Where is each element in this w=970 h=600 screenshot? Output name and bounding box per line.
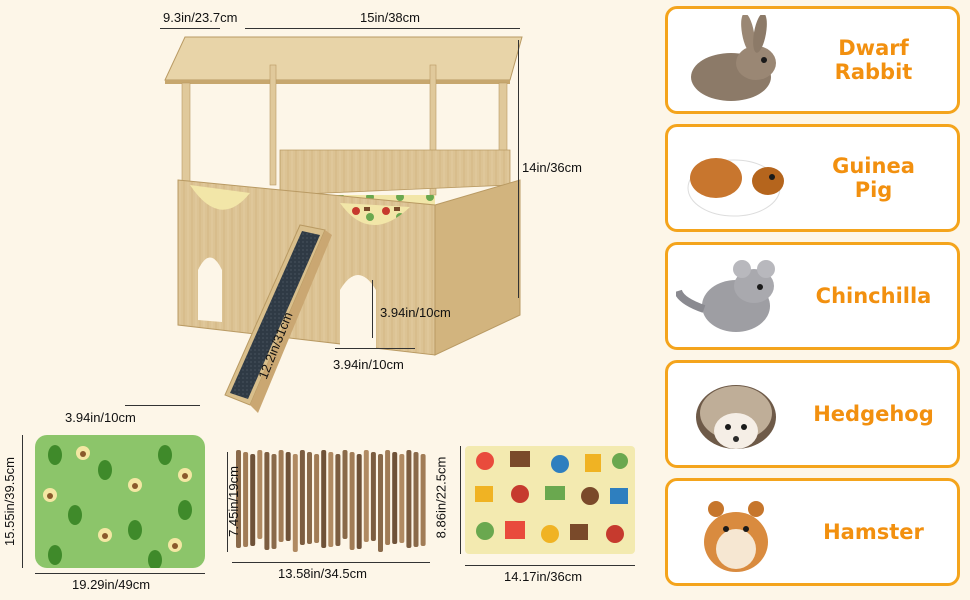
stick [321,450,327,548]
stick [413,452,419,547]
animal-label: Dwarf Rabbit [834,35,913,84]
door-height-dimension: 3.94in/10cm [380,305,451,320]
stick [271,454,277,549]
rabbit-icon [691,15,776,101]
stick [299,450,305,545]
animal-label: Guinea Pig [832,153,915,202]
stick [257,450,263,539]
house-illustration [164,36,523,413]
height-dimension: 14in/36cm [522,160,582,175]
stick [335,454,341,546]
green-mat-height: 15.55in/39.5cm [1,457,17,546]
stick [250,454,256,546]
stick [406,450,412,548]
chew-sticks [236,450,426,552]
stick [285,452,291,541]
chinchilla-icon [676,260,775,332]
animal-label: Hamster [823,519,924,544]
green-mat [35,435,205,568]
door-width-dimension: 3.94in/10cm [333,357,404,372]
stick [236,450,241,548]
patterned-mat-height: 8.86in/22.5cm [433,456,449,539]
stick [399,454,405,543]
stick [392,452,398,544]
stick [278,450,284,542]
stick [385,450,391,545]
hamster-icon [704,501,768,572]
hedgehog-icon [696,385,776,449]
animal-card-dwarf-rabbit: Dwarf Rabbit [665,6,960,114]
stick [264,452,270,550]
stick [363,450,369,542]
sticks-width: 13.58in/34.5cm [278,566,367,581]
animal-card-hedgehog: Hedgehog [665,360,960,468]
animal-label: Hedgehog [813,401,934,426]
stick [356,454,362,549]
sticks-height: 7.45in/19cm [225,466,241,537]
stick [314,454,320,543]
width-dimension: 15in/38cm [360,10,420,25]
animal-card-chinchilla: Chinchilla [665,242,960,350]
stick [378,454,383,552]
stick [328,452,334,547]
patterned-mat-width: 14.17in/36cm [504,569,583,584]
guinea-pig-icon [687,158,784,217]
stick [349,452,355,550]
patterned-mat [465,446,635,554]
stick [420,454,426,546]
ramp-width-dimension: 3.94in/10cm [65,410,136,425]
depth-dimension: 9.3in/23.7cm [163,10,238,25]
stick [243,452,249,547]
stick [292,454,298,552]
animal-label: Chinchilla [815,283,932,308]
animal-card-hamster: Hamster [665,478,960,586]
stick [370,452,376,541]
animal-card-guinea-pig: Guinea Pig [665,124,960,232]
stick [307,452,312,544]
avocado-pattern-icon [43,445,192,568]
green-mat-width: 19.29in/49cm [72,577,151,592]
animal-pattern-icon [475,451,628,543]
stick [342,450,348,539]
